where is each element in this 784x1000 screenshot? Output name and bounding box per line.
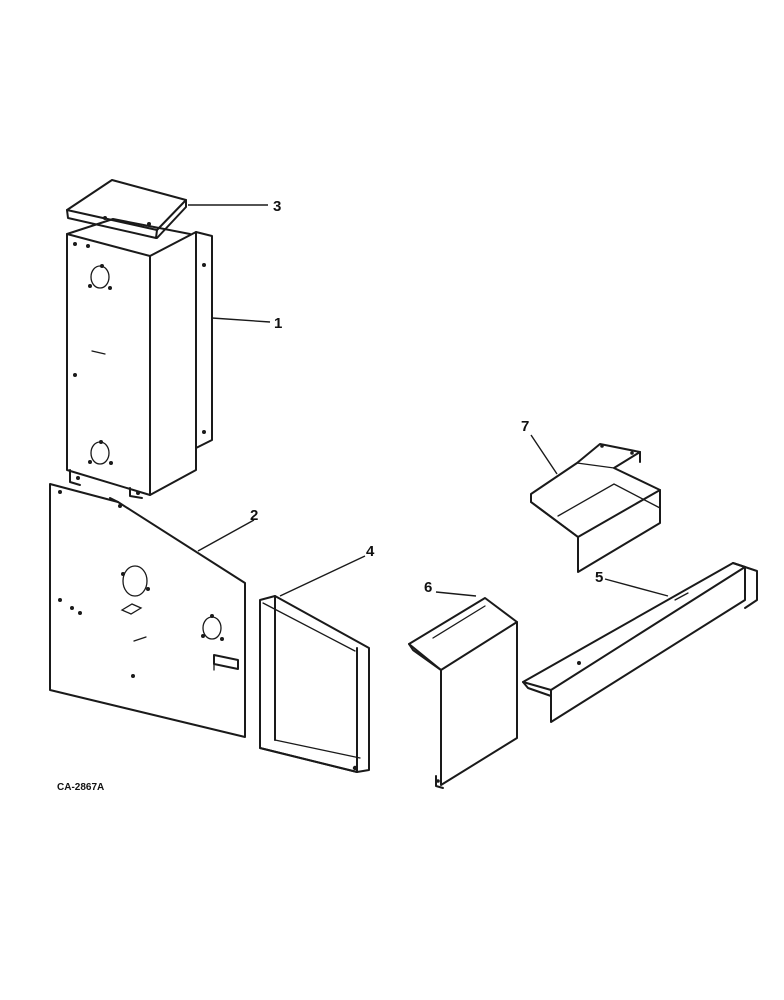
leader-7 (530, 434, 558, 475)
leader-lines (188, 204, 669, 597)
callout-6: 6 (424, 579, 432, 596)
part-1-housing (66, 218, 213, 499)
part-2-side-panel (49, 483, 246, 738)
callout-4: 4 (366, 543, 375, 560)
part-3-lid (66, 179, 187, 239)
part-5-channel (522, 562, 758, 723)
leader-6 (435, 591, 477, 597)
leader-4 (279, 555, 366, 597)
part-4-shield (259, 595, 370, 773)
part-6-cover (408, 597, 518, 789)
callout-5: 5 (595, 569, 603, 586)
figure-code: CA-2867A (57, 782, 104, 793)
leader-5 (604, 578, 669, 597)
callout-7: 7 (521, 418, 529, 435)
leader-1 (211, 317, 271, 323)
callout-2: 2 (250, 507, 258, 524)
part-7-deflector (530, 443, 661, 573)
callout-3: 3 (273, 198, 281, 215)
callout-1: 1 (274, 315, 282, 332)
callout-labels: 3 1 2 4 6 5 7 (250, 198, 603, 596)
leader-2 (197, 519, 255, 552)
